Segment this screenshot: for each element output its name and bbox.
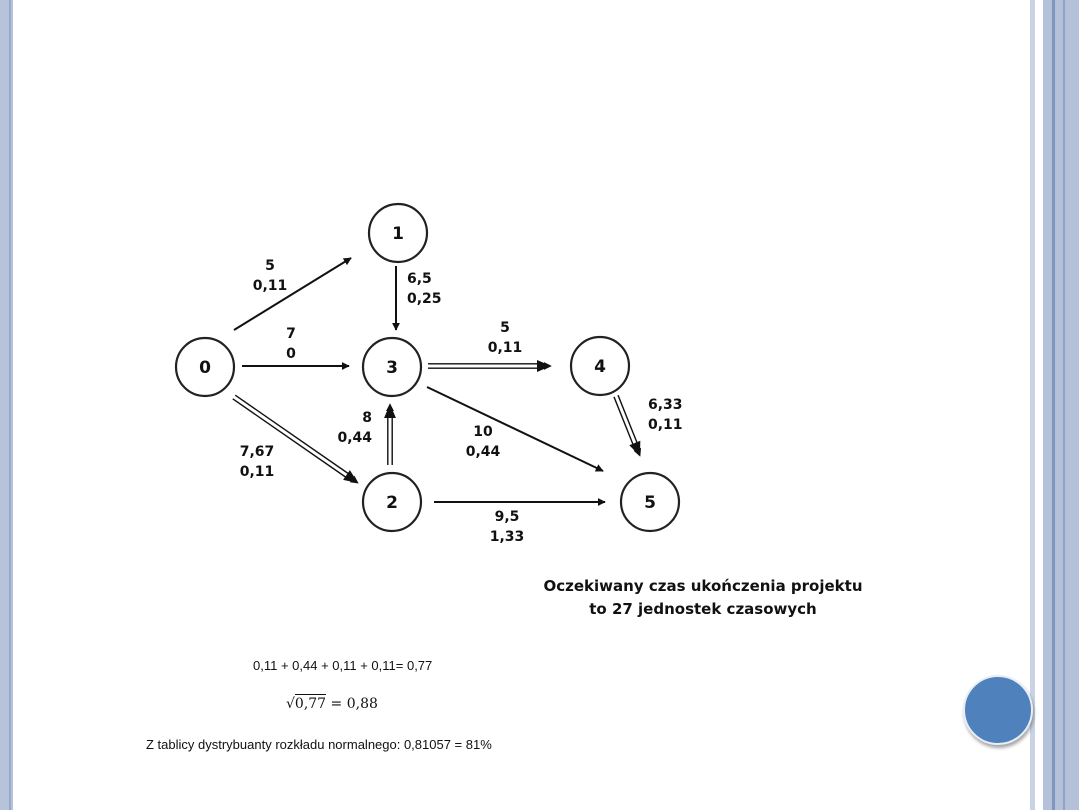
completion-time-note: Oczekiwany czas ukończenia projektu to 2… — [544, 577, 863, 618]
right-border-gap — [1035, 0, 1037, 810]
edge-arrowhead-shape — [629, 440, 641, 456]
edge-variance: 0,11 — [240, 464, 275, 480]
node-circle — [569, 335, 631, 397]
right-border-stripe-2 — [1043, 0, 1079, 810]
edge-line-b — [234, 394, 354, 478]
edges-layer — [232, 257, 642, 506]
edge-variance: 0,11 — [648, 417, 683, 433]
node-circle — [367, 202, 429, 264]
edge-time: 7,67 — [240, 444, 275, 460]
edge-time: 8 — [362, 410, 372, 426]
edge-line-a — [613, 396, 636, 450]
edge-variance: 0,44 — [337, 430, 372, 446]
node-label: 3 — [386, 358, 398, 378]
edge-variance: 0,25 — [407, 291, 442, 307]
std-dev-formula: √0,77 = 0,88 — [286, 694, 378, 712]
right-border-line-2 — [1063, 0, 1065, 810]
node-0: 0 — [174, 336, 236, 398]
note-line-1: Oczekiwany czas ukończenia projektu — [544, 577, 863, 595]
edge-4-5 — [613, 394, 642, 457]
node-3: 3 — [361, 336, 423, 398]
edge-time: 6,33 — [648, 397, 683, 413]
edge-label-3-4: 50,11 — [488, 320, 523, 356]
edge-label-0-3: 70 — [286, 326, 296, 362]
edge-0-1 — [233, 257, 352, 331]
node-circle — [361, 336, 423, 398]
edge-time: 7 — [286, 326, 296, 342]
edge-time: 5 — [500, 320, 510, 336]
edge-3-5 — [426, 386, 604, 472]
sqrt-result: = 0,88 — [330, 696, 378, 712]
node-label: 1 — [392, 224, 404, 244]
edge-arrowhead-shape — [343, 470, 358, 483]
nodes-layer: 0 1 2 3 4 5 — [174, 202, 681, 533]
node-circle — [361, 471, 423, 533]
sqrt-symbol: √ — [286, 696, 295, 712]
edge-variance: 1,33 — [490, 529, 525, 545]
edge-arrowhead-shape — [537, 360, 551, 372]
left-border-bar — [0, 0, 13, 810]
node-label: 4 — [594, 357, 606, 377]
edge-2-3 — [384, 403, 396, 465]
edge-variance: 0 — [286, 346, 296, 362]
edge-time: 10 — [473, 424, 493, 440]
edge-line-a — [232, 398, 351, 481]
nav-circle-button[interactable] — [963, 675, 1033, 745]
edge-variance: 0,11 — [253, 278, 288, 294]
node-1: 1 — [367, 202, 429, 264]
right-border-line-1 — [1052, 0, 1055, 810]
edge-label-1-3: 6,5 0,25 — [407, 271, 442, 307]
node-circle — [174, 336, 236, 398]
node-label: 2 — [386, 493, 398, 513]
edge-label-0-1: 50,11 — [253, 258, 288, 294]
node-label: 0 — [199, 358, 211, 378]
edge-line — [233, 257, 352, 331]
edge-variance: 0,44 — [466, 444, 501, 460]
left-border-line — [9, 0, 11, 810]
edge-time: 9,5 — [495, 509, 520, 525]
node-label: 5 — [644, 493, 656, 513]
node-5: 5 — [619, 471, 681, 533]
edge-variance: 0,11 — [488, 340, 523, 356]
edge-label-2-5: 9,5 1,33 — [490, 509, 525, 545]
edge-0-2 — [232, 394, 359, 484]
edge-time: 6,5 — [407, 271, 432, 287]
edge-time: 5 — [265, 258, 275, 274]
node-4: 4 — [569, 335, 631, 397]
variance-sum-formula: 0,11 + 0,44 + 0,11 + 0,11= 0,77 — [253, 658, 433, 673]
note-line-2: to 27 jednostek czasowych — [589, 600, 816, 618]
node-2: 2 — [361, 471, 423, 533]
edge-line-b — [617, 394, 640, 449]
edge-label-2-3: 80,44 — [337, 410, 372, 446]
edge-3-4 — [428, 360, 552, 372]
probability-text: Z tablicy dystrybuanty rozkładu normalne… — [146, 737, 492, 752]
right-border-stripe-1 — [1030, 0, 1035, 810]
edge-labels-layer: 50,11707,670,116,50,2580,4450,11100,449,… — [240, 258, 683, 545]
edge-arrowhead-shape — [384, 404, 396, 418]
node-circle — [619, 471, 681, 533]
edge-label-0-2: 7,67 0,11 — [240, 444, 275, 480]
sqrt-radicand: 0,77 — [294, 694, 327, 712]
right-border-bars — [1030, 0, 1080, 810]
edge-label-3-5: 100,44 — [466, 424, 501, 460]
edge-label-4-5: 6,33 0,11 — [648, 397, 683, 433]
edge-line — [426, 386, 604, 472]
